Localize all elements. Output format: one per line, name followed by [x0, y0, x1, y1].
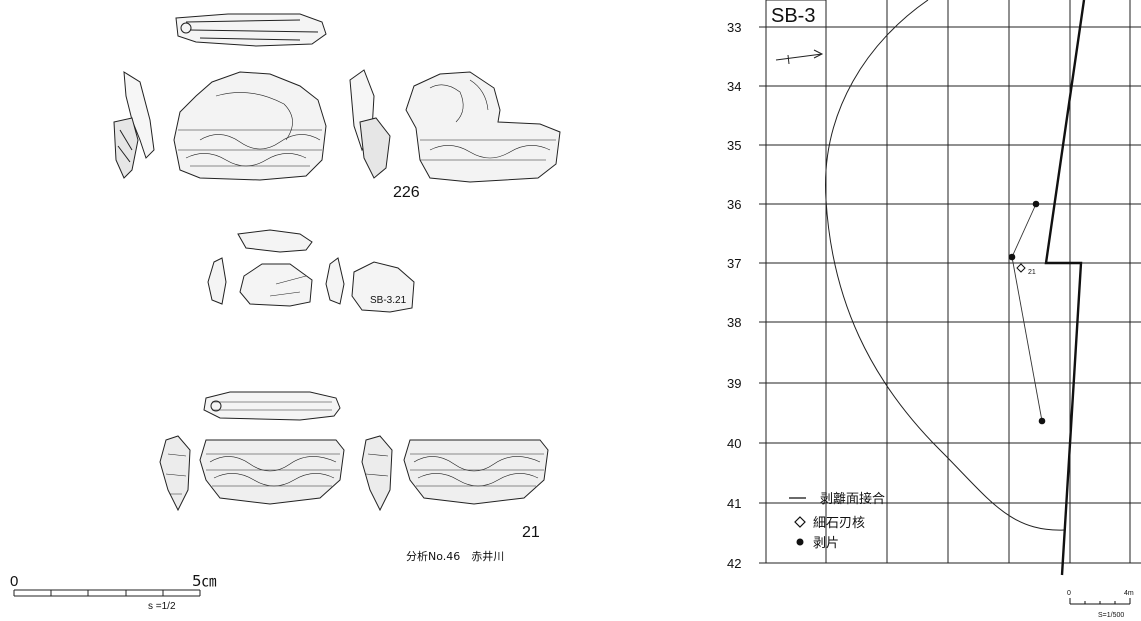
- left-scale-ratio: s =1/2: [148, 601, 176, 612]
- artifact-21-face-left: [199, 439, 345, 505]
- artifact-226-face-right: [405, 71, 561, 183]
- core-point-label: 21: [1028, 269, 1036, 276]
- row-label: 42: [727, 556, 741, 571]
- left-scale-end: 5㎝: [192, 572, 217, 590]
- flake-point: [1008, 253, 1016, 261]
- map-title-box: [765, 0, 827, 28]
- legend-label-core: 細石刃核: [813, 516, 865, 531]
- legend-label-flake: 剥片: [813, 536, 839, 551]
- artifact-226-top-view: [175, 13, 327, 47]
- row-label: 39: [727, 376, 741, 391]
- row-label: 34: [727, 79, 741, 94]
- grid-map: [759, 0, 1141, 564]
- artifact-21-group: [159, 391, 549, 512]
- row-label: 41: [727, 496, 741, 511]
- artifact-21-side-right: [361, 435, 393, 512]
- right-scale-end: 4m: [1124, 590, 1134, 597]
- row-label: 33: [727, 20, 741, 35]
- flake-point: [1038, 417, 1046, 425]
- right-scale-bar: [1069, 598, 1131, 605]
- artifact-226-side-right: [349, 69, 391, 179]
- artifact-number-226: 226: [393, 184, 420, 201]
- row-label: 35: [727, 138, 741, 153]
- artifact-226-group: [113, 13, 561, 183]
- flake-point: [1032, 200, 1040, 208]
- artifact-226-face-left: [173, 71, 327, 181]
- right-scale-ratio: S=1/500: [1098, 612, 1124, 619]
- legend-dot-icon: [796, 538, 804, 546]
- legend-label-refit: 剥離面接合: [820, 491, 885, 507]
- refit-face-left: [239, 263, 313, 307]
- artifact-21-top-view: [203, 391, 341, 421]
- boundary-curve: [825, 0, 1065, 531]
- core-point-icon: [1016, 263, 1026, 273]
- analysis-caption: 分析No.46 赤井川: [406, 549, 504, 563]
- row-label: 37: [727, 256, 741, 271]
- artifact-21-face-right: [403, 439, 549, 505]
- left-scale-zero: 0: [10, 573, 18, 590]
- refit-side-right: [325, 257, 345, 305]
- section-line: [1044, 0, 1086, 576]
- refit-side-left: [207, 257, 227, 305]
- artifact-226-side-left: [113, 71, 155, 179]
- artifact-number-21: 21: [522, 524, 540, 541]
- row-label: 38: [727, 315, 741, 330]
- refit-connections: [1011, 203, 1043, 422]
- right-scale-zero: 0: [1067, 590, 1071, 597]
- left-scale-bar: [13, 589, 201, 597]
- refit-top-view: [237, 229, 313, 253]
- artifact-refit-group: [207, 229, 415, 313]
- map-legend: 剥離面接合 細石刃核 剥片: [789, 491, 885, 551]
- legend-diamond-icon: [794, 516, 806, 528]
- row-label: 36: [727, 197, 741, 212]
- refit-face-right: [351, 261, 415, 313]
- artifact-21-side-left: [159, 435, 191, 512]
- row-label: 40: [727, 436, 741, 451]
- north-arrow-icon: [775, 49, 824, 65]
- map-title: SB-3: [771, 5, 815, 27]
- grid-row-labels: 33 34 35 36 37 38 39 40 41 42: [727, 20, 741, 571]
- refit-label: SB-3.21: [370, 295, 407, 306]
